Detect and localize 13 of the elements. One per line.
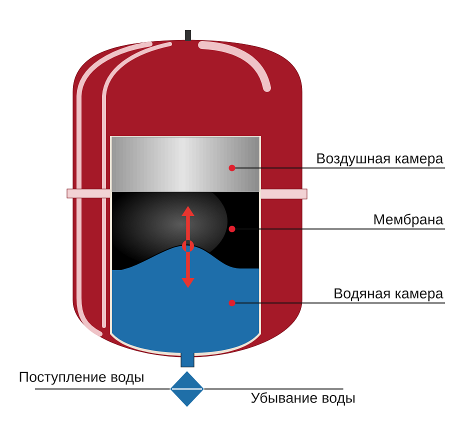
leader-line [35,388,170,390]
water-chamber [112,244,260,353]
callout-label: Мембрана [374,214,444,228]
air-chamber [112,136,260,192]
callout-label: Поступление воды [20,372,144,385]
leader-line [228,226,445,232]
callout-label: Воздушная камера [317,153,444,166]
leader-line [228,164,445,172]
callout-label: Убывание воды [251,392,355,406]
callout-label: Водяная камера [334,288,444,302]
valve-diamond [170,371,204,407]
leader-line [228,300,445,306]
leader-line [204,388,344,390]
